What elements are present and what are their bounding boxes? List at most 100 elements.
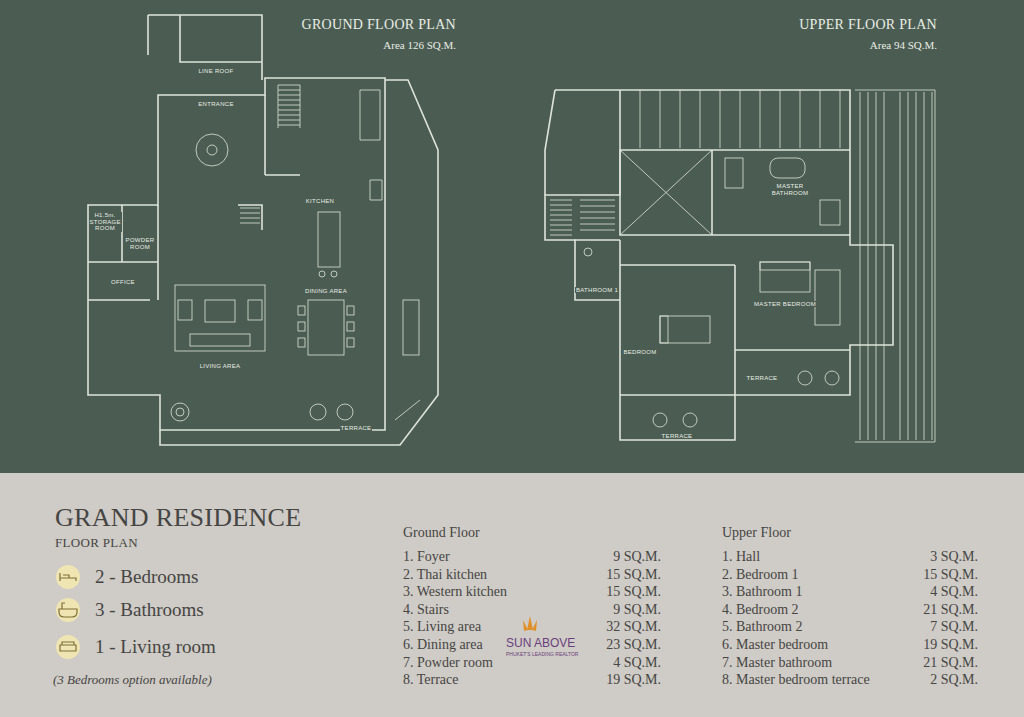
upper-floor-furniture [820,200,840,225]
ground-floor-furniture [319,271,325,277]
ground-floor-furniture [190,334,250,346]
table-cell: 9 SQ.M. [613,549,661,565]
upper-floor-furniture [725,158,743,188]
ground-floor-furniture [298,306,305,315]
note: (3 Bedrooms option available) [53,673,212,688]
room-label: OFFICE [110,279,136,286]
ground-floor-furniture [347,322,354,331]
upper-floor-furniture [660,316,710,343]
table-cell: 6. Master bedroom [722,637,828,653]
table-cell: 7. Powder room [403,655,493,671]
table-cell: 8. Master bedroom terrace [722,672,870,688]
upper-floor-furniture [770,158,805,178]
table-cell: 21 SQ.M. [923,602,978,618]
ground-floor-furniture [278,85,300,128]
ground-floor-furniture [310,404,326,420]
ground-floor-furniture [318,212,340,267]
table-cell: 5. Living area [403,619,481,635]
table-cell: 32 SQ.M. [606,619,661,635]
table-cell: 4. Bedroom 2 [722,602,799,618]
upper-floor-furniture [584,248,592,256]
table-cell: 5. Bathroom 2 [722,619,803,635]
upper-floor-furniture [660,316,668,343]
legend-icons [60,642,76,651]
room-label: POWDER ROOM [124,237,157,251]
upper-floor-furniture [580,200,615,230]
room-label: TERRACE [340,425,373,432]
ground-floor-furniture [298,322,305,331]
legend-icons [60,573,76,581]
ground-floor-furniture [207,145,217,155]
table-cell: 15 SQ.M. [606,584,661,600]
table-cell: 15 SQ.M. [923,567,978,583]
upper-floor-furniture [640,90,840,148]
ground-floor-furniture [240,208,260,223]
ground-floor-furniture [403,300,419,355]
table-cell: 2. Thai kitchen [403,567,487,583]
room-label: LINE ROOF [197,68,234,75]
table-cell: 1. Foyer [403,549,450,565]
table-cell: 3. Western kitchen [403,584,507,600]
legend-icons [56,635,80,659]
room-label: MASTER BEDROOM [753,301,817,308]
room-label: LIVING AREA [199,363,242,370]
room-label: KITCHEN [305,198,335,205]
room-label: TERRACE [746,375,779,382]
upper-floor-furniture [760,262,810,292]
watermark: SUN ABOVE [506,637,575,651]
upper-floor-walls [545,90,893,440]
upper-floor-furniture [550,200,572,235]
table-cell: 1. Hall [722,549,760,565]
room-label: BEDROOM [622,349,657,356]
upper-floor-furniture [815,270,840,325]
upper-floor-furniture [760,262,810,270]
ground-floor-walls [88,15,438,445]
table-cell: 3 SQ.M. [930,549,978,565]
room-label: DINING AREA [304,288,348,295]
plan-heading: Area 94 SQ.M. [870,39,937,52]
table-cell: 7. Master bathroom [722,655,832,671]
ground-floor-furniture [308,300,344,355]
room-label: H1.5m. STORAGE ROOM [89,212,122,233]
table-cell: 4 SQ.M. [930,584,978,600]
legend-text: 3 - Bathrooms [95,599,204,621]
upper-floor-furniture [550,90,935,442]
upper-floor-furniture [653,413,667,427]
table-cell: 19 SQ.M. [923,637,978,653]
legend-icons [56,565,80,659]
table-cell: 4 SQ.M. [613,655,661,671]
table-cell: 2 SQ.M. [930,672,978,688]
plan-heading: UPPER FLOOR PLAN [799,17,937,33]
subtitle: FLOOR PLAN [55,536,138,551]
table-cell: 15 SQ.M. [606,567,661,583]
ground-floor-furniture [171,85,420,421]
ground-floor-furniture [347,306,354,315]
table-cell: 3. Bathroom 1 [722,584,803,600]
upper-floor-walls [545,90,850,195]
ground-floor-furniture [298,338,305,347]
table-cell: 9 SQ.M. [613,602,661,618]
table-cell: 23 SQ.M. [606,637,661,653]
upper-floor-walls [545,150,893,440]
legend-text: 1 - Living room [95,636,216,658]
ground-floor-furniture [360,90,382,200]
table-cell: 6. Dining area [403,637,483,653]
upper-floor-furniture [855,90,935,442]
table-cell: 7 SQ.M. [930,619,978,635]
table-heading: Upper Floor [722,525,791,541]
ground-floor-furniture [178,300,192,320]
ground-floor-walls [148,15,262,80]
ground-floor-furniture [331,271,337,277]
plan-heading: GROUND FLOOR PLAN [302,17,456,33]
table-cell: 8. Terrace [403,672,459,688]
room-label: BATHROOM 1 [575,287,619,294]
watermark: PHUKET'S LEADING REALTOR [506,652,578,658]
table-heading: Ground Floor [403,525,480,541]
upper-floor-furniture [620,150,712,235]
upper-floor-walls [575,150,850,395]
ground-floor-furniture [347,338,354,347]
legend-icons [56,565,80,589]
room-label: TERRACE [661,433,694,440]
watermark-logo [523,620,528,631]
